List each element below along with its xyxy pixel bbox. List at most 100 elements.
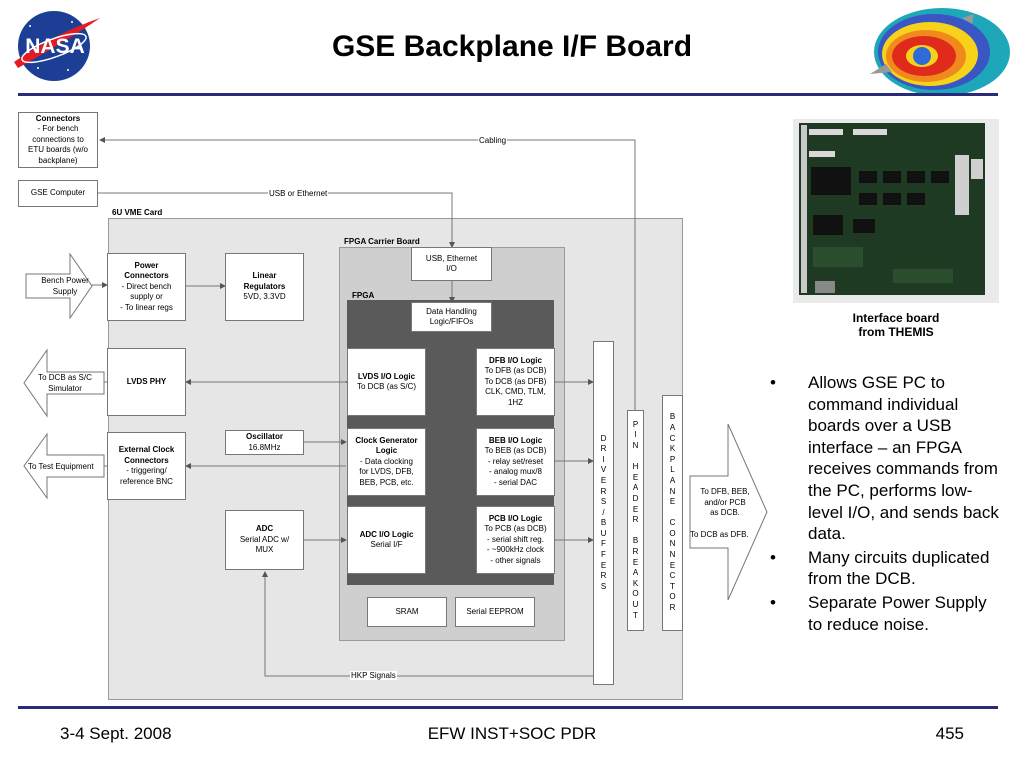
vertical-letter: V — [600, 465, 607, 475]
page-title: GSE Backplane I/F Board — [331, 30, 693, 63]
vertical-letter: N — [632, 441, 639, 451]
adc-box: ADC Serial ADC w/ MUX — [225, 510, 304, 570]
lvds-phy-box: LVDS PHY — [107, 348, 186, 416]
power-connectors-box: Power Connectors - Direct bench supply o… — [107, 253, 186, 321]
vertical-letter: D — [632, 494, 639, 504]
vertical-letter: F — [601, 539, 606, 549]
vertical-letter: S — [600, 581, 607, 591]
serial-eeprom-box: Serial EEPROM — [455, 597, 535, 627]
usb-ethernet-label: USB or Ethernet — [268, 189, 329, 198]
vertical-letter: B — [600, 518, 607, 528]
vertical-letter: I — [602, 454, 605, 464]
vertical-letter: C — [669, 571, 676, 581]
interface-board-photo — [793, 119, 999, 303]
beb-io-logic-box: BEB I/O Logic To BEB (as DCB) - relay se… — [476, 428, 555, 496]
adc-io-logic-box: ADC I/O Logic Serial I/F — [347, 506, 426, 574]
vertical-letter: N — [669, 539, 676, 549]
bullet-marker: • — [770, 373, 776, 392]
vertical-letter: / — [602, 507, 605, 517]
vertical-letter: N — [669, 550, 676, 560]
vertical-letter: T — [633, 610, 638, 620]
vertical-letter: H — [632, 462, 639, 472]
svg-text:NASA: NASA — [25, 35, 85, 58]
vertical-letter: R — [669, 603, 676, 613]
vertical-letter: A — [632, 568, 639, 578]
data-handling-box: Data Handling Logic/FIFOs — [411, 302, 492, 332]
lvds-io-logic-box: LVDS I/O Logic To DCB (as S/C) — [347, 348, 426, 416]
vertical-letter: E — [600, 560, 607, 570]
vertical-letter: E — [632, 472, 639, 482]
bullet-marker: • — [770, 592, 776, 612]
vertical-letter: E — [669, 560, 676, 570]
gse-computer-box: GSE Computer — [18, 180, 98, 207]
bench-power-arrow — [25, 252, 93, 320]
clock-generator-box: Clock Generator Logic - Data clocking fo… — [347, 428, 426, 496]
vertical-letter: U — [632, 599, 639, 609]
vertical-letter: B — [669, 412, 676, 422]
vertical-letter: O — [632, 589, 639, 599]
fpga-carrier-label: FPGA Carrier Board — [344, 237, 420, 246]
vertical-letter: B — [632, 536, 639, 546]
vertical-letter: R — [632, 515, 639, 525]
vertical-letter: F — [601, 550, 606, 560]
vertical-letter: A — [669, 422, 676, 432]
footer-title: EFW INST+SOC PDR — [427, 724, 597, 743]
backplane-out-arrow — [689, 423, 768, 601]
vertical-letter: O — [669, 528, 676, 538]
vertical-letter: D — [600, 433, 607, 443]
nasa-logo: NASA — [8, 4, 104, 84]
vertical-letter — [628, 526, 643, 537]
hkp-signals-label: HKP Signals — [350, 671, 397, 680]
vertical-letter: R — [600, 444, 607, 454]
vertical-letter: E — [632, 504, 639, 514]
bullet-item: •Allows GSE PC to command individual boa… — [770, 373, 999, 544]
header-rule — [18, 93, 998, 96]
to-dfb-beb-label: To DFB, BEB, and/or PCB as DCB. — [700, 487, 750, 517]
themis-orbit-graphic — [862, 4, 1012, 100]
vertical-letter: P — [669, 454, 676, 464]
oscillator-box: Oscillator 16.8MHz — [225, 430, 304, 455]
bullet-item: •Many circuits duplicated from the DCB. — [770, 547, 990, 589]
pcb-io-logic-box: PCB I/O Logic To PCB (as DCB) - serial s… — [476, 506, 555, 574]
sram-box: SRAM — [367, 597, 447, 627]
vertical-letter: K — [632, 578, 639, 588]
vertical-letter: U — [600, 528, 607, 538]
bullet-item: •Separate Power Supply to reduce noise. — [770, 592, 987, 634]
vertical-letter: E — [632, 557, 639, 567]
vertical-letter: N — [669, 486, 676, 496]
bullet-list: •Allows GSE PC to command individual boa… — [770, 372, 1000, 637]
vertical-letter: R — [600, 486, 607, 496]
fpga-label: FPGA — [352, 291, 375, 300]
vertical-letter — [628, 452, 643, 463]
cabling-label: Cabling — [478, 136, 508, 145]
vme-card-label: 6U VME Card — [112, 208, 163, 217]
test-equipment-label: To Test Equipment — [28, 462, 94, 471]
vertical-letter: E — [600, 475, 607, 485]
vertical-letter: R — [600, 571, 607, 581]
test-equipment-arrow — [23, 432, 105, 500]
dfb-io-logic-box: DFB I/O Logic To DFB (as DCB) To DCB (as… — [476, 348, 555, 416]
footer-page-number: 455 — [935, 724, 964, 743]
to-dcb-as-dfb-label: To DCB as DFB. — [690, 530, 749, 539]
footer-date: 3-4 Sept. 2008 — [60, 724, 172, 743]
vertical-letter: O — [669, 592, 676, 602]
vertical-letter: K — [669, 444, 676, 454]
external-clock-box: External Clock Connectors - triggering/ … — [107, 432, 186, 500]
vertical-letter — [663, 508, 682, 519]
dcb-simulator-arrow — [23, 348, 105, 418]
vertical-letter: R — [632, 546, 639, 556]
usb-ethernet-io-box: USB, Ethernet I/O — [411, 247, 492, 281]
bullet-marker: • — [770, 547, 776, 567]
footer-rule — [18, 706, 998, 709]
linear-regulators-box: Linear Regulators 5VD, 3.3VD — [225, 253, 304, 321]
vertical-letter: S — [600, 497, 607, 507]
vertical-letter: A — [632, 483, 639, 493]
vertical-letter: P — [632, 419, 639, 429]
vertical-letter: C — [669, 518, 676, 528]
